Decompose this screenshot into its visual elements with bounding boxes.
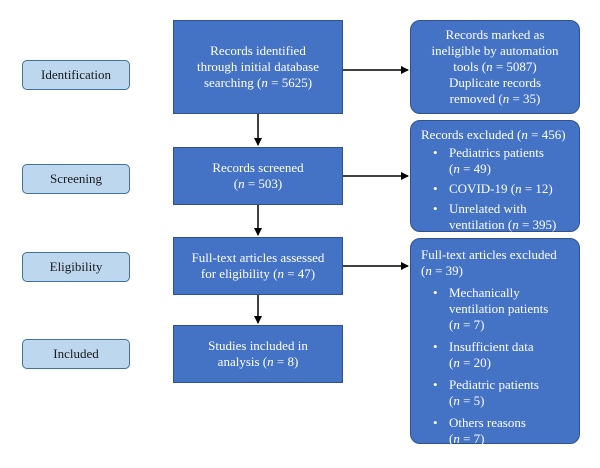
list-item: • COVID-19 (n = 12) — [433, 181, 553, 196]
list-item: • Mechanically ventilation patients (n =… — [433, 285, 549, 332]
list-item: • Pediatrics patients (n = 49) — [433, 145, 544, 176]
phase-screening: Screening — [22, 164, 130, 194]
box-line: searching (n = 5625) — [203, 75, 313, 90]
box-line: Full-text articles assessed — [191, 250, 325, 265]
box-records-screened: Records screened (n = 503) — [173, 147, 343, 205]
box-records-identified: Records identified through initial datab… — [173, 20, 343, 114]
list-item: • Others reasons (n = 7) — [433, 415, 526, 446]
box-line: analysis (n = 8) — [217, 354, 299, 369]
box-full-text-excluded: Full-text articles excluded (n = 39) • M… — [410, 238, 580, 447]
list-item: • Pediatric patients (n = 5) — [433, 377, 539, 408]
phase-identification: Identification — [22, 60, 130, 90]
bullet-glyph: • — [433, 145, 438, 160]
box-line: removed (n = 35) — [449, 91, 541, 106]
box-line: Records identified — [210, 43, 306, 58]
box-heading: Full-text articles excluded — [421, 247, 557, 262]
box-line: tools (n = 5087) — [453, 59, 537, 74]
box-line: through initial database — [196, 59, 320, 74]
box-line: (n = 503) — [233, 176, 283, 191]
box-heading: (n = 39) — [421, 263, 464, 278]
box-line: Records marked as — [445, 27, 545, 42]
phase-eligibility: Eligibility — [22, 252, 130, 282]
box-studies-included: Studies included in analysis (n = 8) — [173, 325, 343, 383]
bullet-glyph: • — [433, 181, 438, 196]
phase-included: Included — [22, 339, 130, 369]
exclusion-list: • Mechanically ventilation patients (n =… — [421, 285, 569, 447]
box-line: Duplicate records — [448, 75, 542, 90]
box-heading: Records excluded (n = 456) — [421, 127, 566, 142]
phase-label: Identification — [40, 67, 112, 82]
bullet-glyph: • — [433, 285, 438, 300]
box-full-text-assessed: Full-text articles assessed for eligibil… — [173, 237, 343, 295]
exclusion-list: • Pediatrics patients (n = 49) • COVID-1… — [421, 145, 569, 233]
phase-label: Included — [53, 346, 99, 361]
box-records-ineligible-duplicates: Records marked as ineligible by automati… — [410, 20, 580, 114]
box-line: Records screened — [212, 160, 304, 175]
list-item: • Insufficient data (n = 20) — [433, 339, 534, 370]
box-line: for eligibility (n = 47) — [200, 266, 316, 281]
list-item: • Unrelated with ventilation (n = 395) — [433, 201, 557, 232]
bullet-glyph: • — [433, 377, 438, 392]
bullet-glyph: • — [433, 339, 438, 354]
box-line: Studies included in — [208, 338, 308, 353]
bullet-glyph: • — [433, 415, 438, 430]
phase-label: Screening — [50, 171, 102, 186]
bullet-glyph: • — [433, 201, 438, 216]
box-records-excluded: Records excluded (n = 456) • Pediatrics … — [410, 120, 580, 232]
phase-label: Eligibility — [49, 259, 103, 274]
box-line: ineligible by automation — [431, 43, 559, 58]
